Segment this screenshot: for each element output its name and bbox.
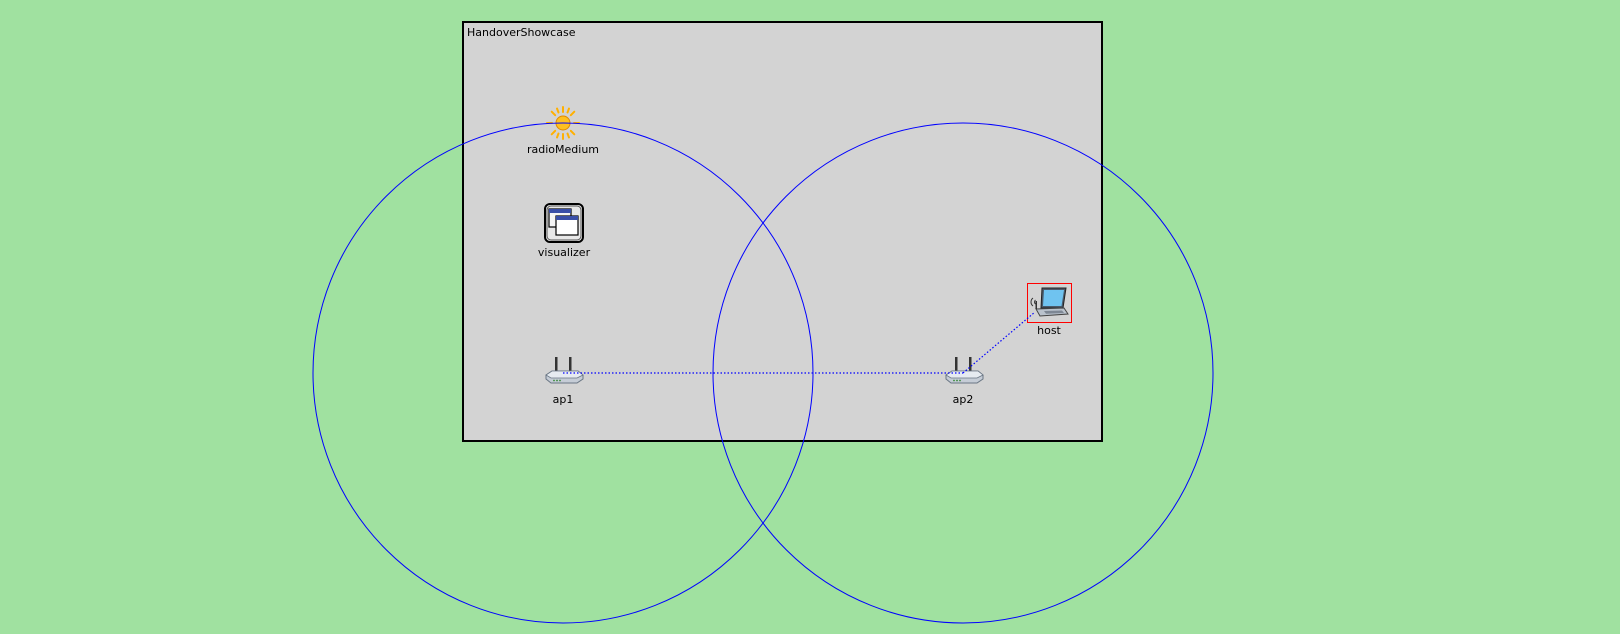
laptop-icon — [1030, 287, 1069, 317]
node-ap1[interactable] — [544, 356, 584, 388]
network-title: HandoverShowcase — [467, 26, 576, 39]
ap2-label: ap2 — [952, 393, 974, 406]
node-ap2[interactable] — [944, 356, 984, 388]
node-host[interactable] — [1027, 283, 1072, 323]
sun-icon — [546, 106, 580, 140]
host-label: host — [1037, 324, 1061, 337]
visualizer-label: visualizer — [537, 246, 591, 259]
windows-icon — [544, 203, 584, 243]
access-point-icon — [545, 357, 584, 384]
radio-medium-label: radioMedium — [526, 143, 600, 156]
access-point-icon — [945, 357, 984, 384]
ap1-label: ap1 — [552, 393, 574, 406]
node-visualizer[interactable] — [544, 203, 584, 243]
node-radio-medium[interactable] — [546, 106, 580, 140]
